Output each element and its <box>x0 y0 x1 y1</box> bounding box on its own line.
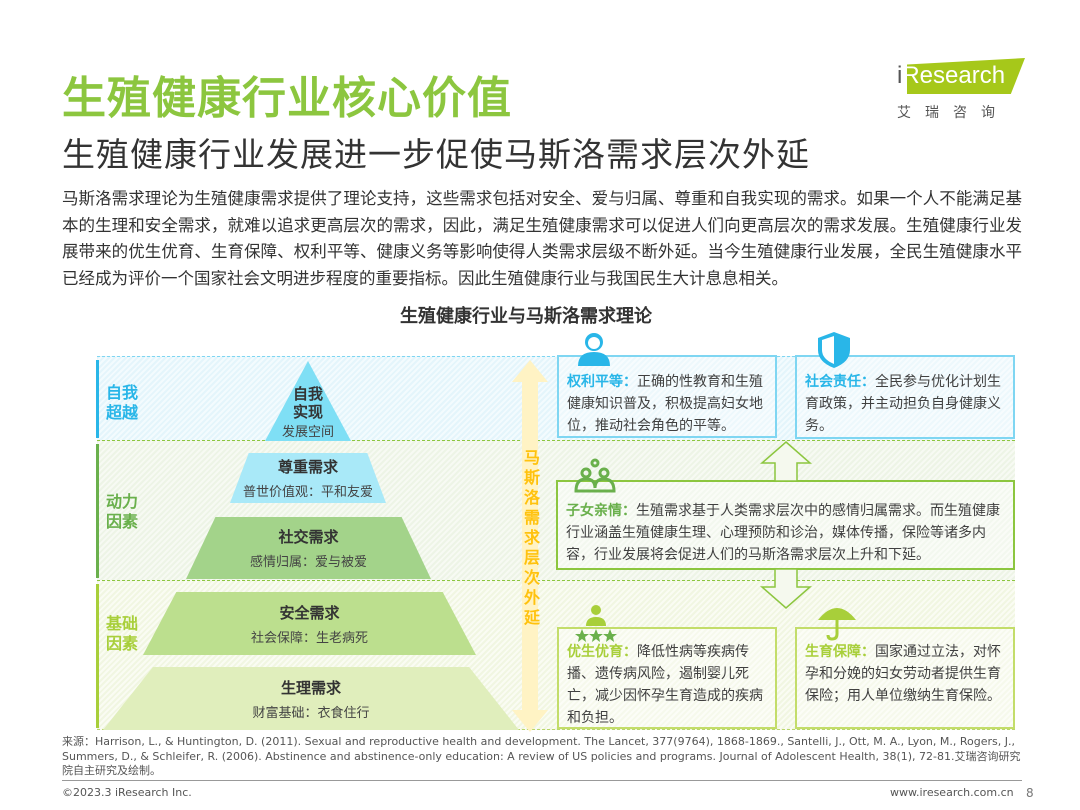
source-note: 来源：Harrison, L., & Huntington, D. (2011)… <box>62 735 1021 777</box>
logo-research: Research <box>902 62 1006 89</box>
pyramid-level-esteem: 尊重需求普世价值观：平和友爱 <box>230 453 386 503</box>
page-title: 生殖健康行业核心价值 <box>62 73 512 124</box>
page-number: 8 <box>1026 786 1034 800</box>
woman-icon <box>578 333 610 366</box>
segment-label-self: 自我超越 <box>106 383 139 422</box>
maslow-extension-label: 马斯洛需求层次外延 <box>523 448 540 627</box>
logo-cn: 艾瑞咨询 <box>897 105 1009 121</box>
box-social-responsibility: 社会责任：全民参与优化计划生育政策，并主动担负自身健康义务。 <box>795 355 1015 439</box>
website-link[interactable]: www.iresearch.com.cn <box>890 786 1014 799</box>
page-subtitle: 生殖健康行业发展进一步促使马斯洛需求层次外延 <box>62 135 810 174</box>
arrow-up-icon <box>760 441 812 482</box>
pyramid-level-social: 社交需求感情归属：爱与被爱 <box>186 517 431 579</box>
intro-paragraph: 马斯洛需求理论为生殖健康需求提供了理论支持，这些需求包括对安全、爱与归属、尊重和… <box>62 189 1022 288</box>
segment-label-motivation: 动力因素 <box>106 492 139 531</box>
iresearch-logo: iResearch 艾瑞咨询 <box>893 58 1025 128</box>
shield-icon <box>818 332 850 368</box>
family-icon <box>574 458 616 493</box>
box-maternity-insurance: 生育保障：国家通过立法，对怀孕和分娩的妇女劳动者提供生育保险；用人单位缴纳生育保… <box>795 627 1015 729</box>
double-arrow-icon <box>512 360 548 732</box>
segment-label-foundation: 基础因素 <box>106 614 139 653</box>
box-rights-equality: 权利平等：正确的性教育和生殖健康知识普及，积极提高妇女地位，推动社会角色的平等。 <box>557 355 777 438</box>
arrow-down-icon <box>760 568 812 609</box>
umbrella-icon <box>818 608 856 641</box>
box-family-affection: 子女亲情：生殖需求基于人类需求层次中的感情归属需求。而生殖健康行业涵盖生殖健康生… <box>556 480 1015 570</box>
band-self-transcendence <box>97 356 1015 440</box>
box-eugenics: 优生优育：降低性病等疾病传播、遗传病风险，遏制婴儿死亡，减少因怀孕生育造成的疾病… <box>557 627 777 729</box>
segment-line-lime <box>96 584 99 728</box>
segment-line-blue <box>96 360 99 438</box>
person-stars-icon <box>575 605 617 642</box>
logo-i: i <box>897 62 903 89</box>
pyramid-level-physiological: 生理需求财富基础：衣食住行 <box>103 667 519 730</box>
segment-line-green <box>96 444 99 578</box>
footer-divider <box>62 780 1022 781</box>
copyright: ©2023.3 iResearch Inc. <box>62 786 192 799</box>
pyramid-level-safety: 安全需求社会保障：生老病死 <box>143 592 476 655</box>
diagram-title: 生殖健康行业与马斯洛需求理论 <box>400 306 652 327</box>
